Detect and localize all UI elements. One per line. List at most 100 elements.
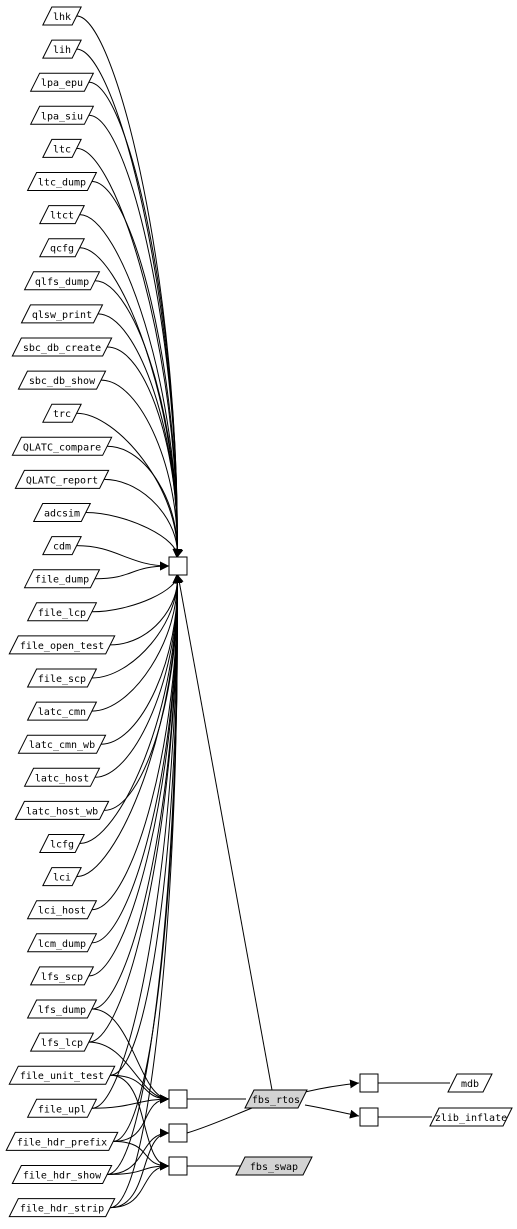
node-label: file_lcp [38,608,86,619]
node-file_upl[interactable]: file_upl [26,1098,98,1118]
node-qlfs_dump[interactable]: qlfs_dump [23,271,101,291]
node-ltc_dump[interactable]: ltc_dump [26,172,98,191]
node-file_dump[interactable]: file_dump [23,569,101,589]
node-file_scp[interactable]: file_scp [26,668,98,688]
node-shape [38,205,86,225]
node-file_hdr_strip[interactable]: file_hdr_strip [8,1198,116,1218]
node-lcm_dump[interactable]: lcm_dump [26,933,98,953]
node-label: latc_cmn_wb [29,740,95,751]
edge-file_lcp-to-main [91,573,184,613]
node-shape [26,999,98,1019]
node-shape [11,337,113,357]
node-shape [26,900,98,920]
edge-file_hdr_prefix-to-lower [113,1140,170,1171]
node-label: file_upl [38,1104,86,1115]
node-lpa_siu[interactable]: lpa_siu [29,105,95,125]
junction-box-main [168,556,188,576]
junction-box-lower [168,1156,188,1176]
node-shape [26,1098,98,1118]
node-lih[interactable]: lih [42,39,82,59]
node-lfs_lcp[interactable]: lfs_lcp [29,1032,95,1052]
node-ltc[interactable]: ltc [42,138,82,158]
node-shape [26,668,98,688]
edge-cdm-to-main [76,545,170,571]
node-shape [14,469,110,489]
node-qcfg[interactable]: qcfg [38,238,86,258]
edge-file_hdr_strip-to-main [110,573,182,1209]
node-label: sbc_db_show [29,376,96,387]
junction-box-right-top [359,1073,379,1093]
node-shape [8,1198,116,1218]
node-ltct[interactable]: ltct [38,205,86,225]
node-latc_host[interactable]: latc_host [23,767,101,787]
node-label: ltc [53,144,71,155]
node-lfs_scp[interactable]: lfs_scp [29,966,95,986]
node-shape [14,800,110,820]
node-label: QLATC_compare [23,442,101,453]
edge-file_hdr_strip-to-lower [110,1128,170,1209]
node-label: cdm [53,542,71,553]
node-file_hdr_prefix[interactable]: file_hdr_prefix [5,1131,119,1151]
edge-file_unit_test-to-lower [110,1074,170,1171]
node-lhk[interactable]: lhk [42,6,82,26]
node-lpa_epu[interactable]: lpa_epu [29,72,95,92]
node-lci_host[interactable]: lci_host [26,900,98,920]
node-latc_cmn_wb[interactable]: latc_cmn_wb [17,734,107,754]
node-lci[interactable]: lci [42,867,82,887]
node-label: latc_host_wb [26,806,98,817]
node-shape [42,39,82,59]
node-fbs_swap[interactable]: fbs_swap [235,1156,313,1176]
node-file_lcp[interactable]: file_lcp [26,602,98,622]
edge-lpa_siu-to-main [88,114,182,559]
node-lfs_dump[interactable]: lfs_dump [26,999,98,1019]
node-adcsim[interactable]: adcsim [32,503,92,522]
node-label: lfs_lcp [41,1038,83,1049]
node-shape [23,271,101,291]
node-file_hdr_show[interactable]: file_hdr_show [11,1165,113,1184]
node-latc_cmn[interactable]: latc_cmn [26,701,98,721]
node-file_unit_test[interactable]: file_unit_test [8,1065,116,1085]
junction-box-middle [168,1123,188,1143]
node-QLATC_report[interactable]: QLATC_report [14,469,110,489]
node-sbc_db_create[interactable]: sbc_db_create [11,337,113,357]
node-shape [42,536,82,556]
edge-file_upl-to-lower [91,1094,170,1109]
node-qlsw_print[interactable]: qlsw_print [20,304,104,324]
node-label: mdb [461,1079,479,1090]
node-latc_host_wb[interactable]: latc_host_wb [14,800,110,820]
node-shape [429,1107,513,1127]
node-lcfg[interactable]: lcfg [38,834,86,853]
node-shape [11,436,113,456]
node-label: file_hdr_show [23,1171,102,1182]
junction-box-right-bottom [359,1107,379,1127]
node-zlib_inflate[interactable]: zlib_inflate [429,1107,513,1127]
node-shape [26,602,98,622]
edge-sbc_db_show-to-main [101,379,182,559]
node-fbs_rtos[interactable]: fbs_rtos [244,1089,308,1109]
node-shape [11,1165,113,1184]
node-label: lcm_dump [38,939,86,950]
node-label: lhk [53,12,71,23]
node-shape [17,370,107,390]
edge-lci-to-main [76,573,182,878]
node-shape [447,1073,493,1093]
node-shape [8,1065,116,1085]
node-trc[interactable]: trc [42,403,82,423]
edge-middle-to-fbs_rtos [186,1107,253,1134]
edge-file_dump-to-main [94,561,170,580]
node-label: qlsw_print [32,310,92,321]
node-shape [32,503,92,522]
node-label: file_hdr_strip [20,1204,104,1215]
junction-box-upper [168,1089,188,1109]
right-edges [177,574,450,1167]
node-QLATC_compare[interactable]: QLATC_compare [11,436,113,456]
node-cdm[interactable]: cdm [42,536,82,556]
node-label: lci [53,873,71,884]
node-mdb[interactable]: mdb [447,1073,493,1093]
node-sbc_db_show[interactable]: sbc_db_show [17,370,107,390]
node-label: fbs_swap [250,1162,298,1173]
node-file_open_test[interactable]: file_open_test [8,635,116,655]
edge-adcsim-to-main [85,512,184,559]
